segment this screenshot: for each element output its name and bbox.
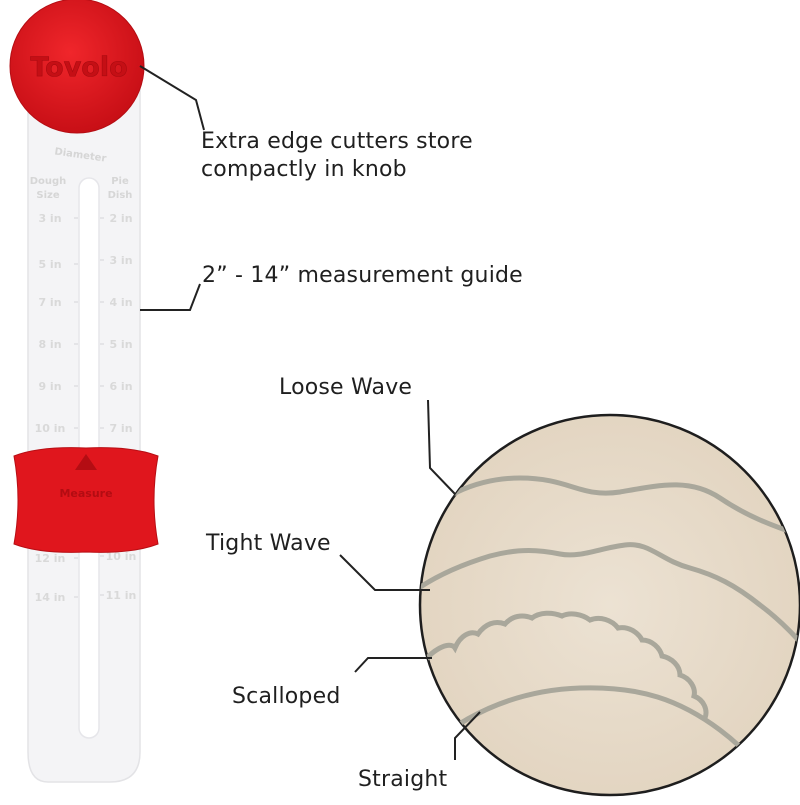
ruler-left-mark-6: 12 in — [35, 552, 66, 565]
scalloped-cut — [420, 610, 709, 721]
ruler-left-mark-5: 10 in — [35, 422, 66, 435]
ruler-right-header-2: Dish — [108, 190, 133, 201]
ruler-right-mark-1: 3 in — [109, 254, 132, 267]
ruler-left-mark-7: 14 in — [35, 591, 66, 604]
ruler-left-mark-4: 9 in — [38, 380, 61, 393]
slider-label: Measure — [59, 487, 112, 500]
cutter-knob[interactable]: Tovolo — [9, 0, 145, 134]
ruler-left-mark-0: 3 in — [38, 212, 61, 225]
callout-scalloped: Scalloped — [232, 684, 341, 709]
ruler-arm — [27, 57, 141, 783]
callout-straight: Straight — [358, 767, 448, 792]
loose-wave-cut — [420, 475, 800, 538]
ruler-right-mark-5: 7 in — [109, 422, 132, 435]
ruler-right-header-1: Pie — [111, 176, 129, 187]
dough-sample — [418, 413, 800, 797]
ruler-right-mark-6: 10 in — [106, 550, 137, 563]
ruler-left-mark-1: 5 in — [38, 258, 61, 271]
tight-wave-cut — [420, 542, 800, 658]
callout-measurement-guide: 2” - 14” measurement guide — [202, 263, 523, 288]
callout-loose-wave: Loose Wave — [279, 375, 413, 400]
ruler-left-marks: 3 in 5 in 7 in 8 in 9 in 10 in 12 in 14 in — [35, 212, 78, 604]
ruler-right-mark-4: 6 in — [109, 380, 132, 393]
callout-knob-storage-line-2: compactly in knob — [201, 157, 407, 182]
ruler-left-mark-2: 7 in — [38, 296, 61, 309]
ruler-right-mark-0: 2 in — [109, 212, 132, 225]
ruler-left-header-2: Size — [36, 190, 59, 201]
ruler-right-marks: 2 in 3 in 4 in 5 in 6 in 7 in 10 in 11 in — [100, 212, 136, 602]
arrow-marker-icon — [75, 454, 97, 470]
ruler-left-mark-3: 8 in — [38, 338, 61, 351]
brand-logo: Tovolo — [30, 52, 127, 83]
ruler-right-mark-2: 4 in — [109, 296, 132, 309]
ruler-left-header-1: Dough — [30, 176, 67, 187]
callout-tight-wave: Tight Wave — [206, 531, 331, 556]
callout-knob-storage-line-1: Extra edge cutters store — [201, 129, 473, 154]
ruler-right-mark-7: 11 in — [106, 589, 137, 602]
callout-knob-storage: Extra edge cutters store compactly in kn… — [201, 128, 473, 184]
ruler-right-mark-3: 5 in — [109, 338, 132, 351]
leader-lines — [139, 65, 481, 760]
measure-slider[interactable]: Measure — [13, 447, 159, 553]
